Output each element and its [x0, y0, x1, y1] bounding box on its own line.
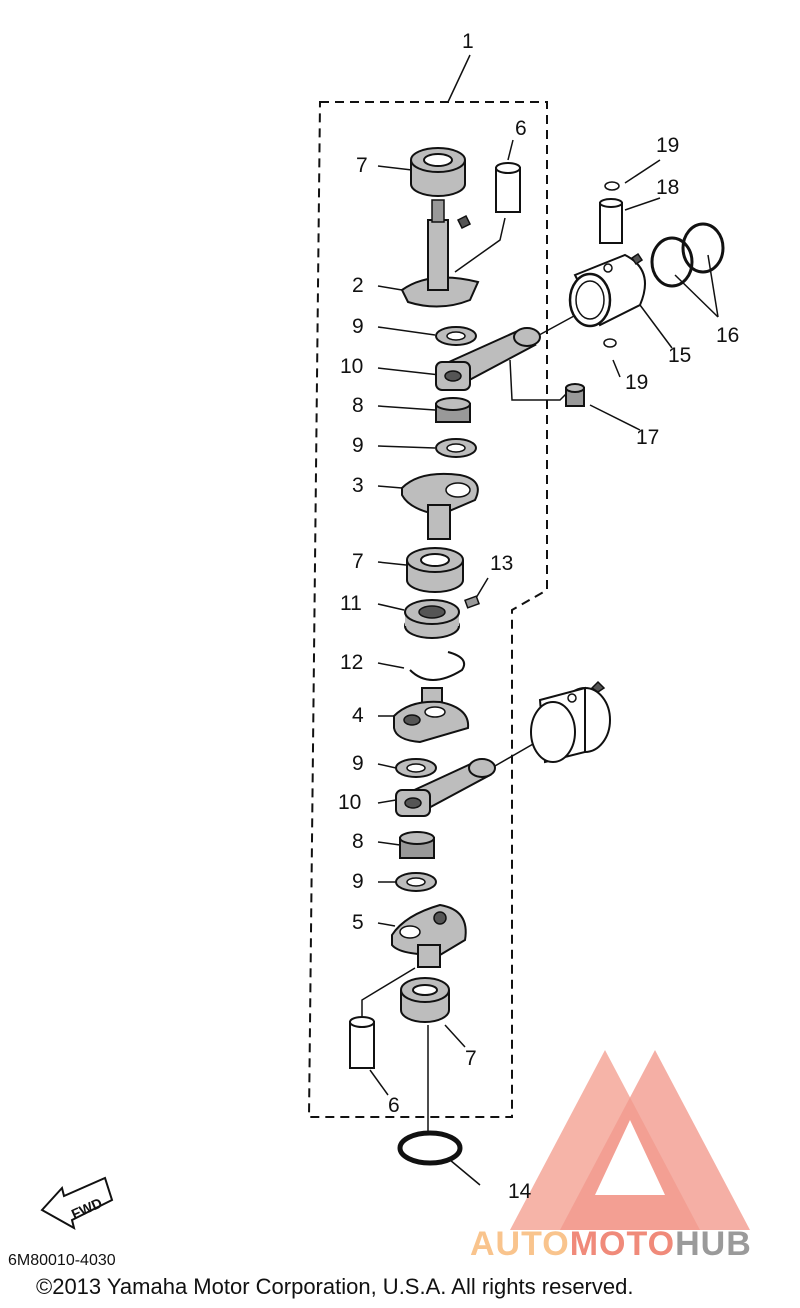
thrust-washer-4	[395, 872, 437, 892]
small-end-bearing	[565, 383, 585, 407]
callout-19-top: 19	[656, 134, 679, 157]
leader-lines	[361, 54, 719, 1186]
callout-12: 12	[340, 651, 363, 674]
callout-labels: 1 6 7 2 9 10 8 9 3 7 13 11 12 4 9 10 8 9…	[338, 30, 739, 1203]
watermark-text: AUTOMOTOHUB	[470, 1225, 752, 1264]
callout-7-middle: 7	[352, 550, 364, 573]
callout-6-top: 6	[515, 117, 527, 140]
callout-9-3: 9	[352, 752, 364, 775]
callout-16: 16	[716, 324, 739, 347]
crankshaft-middle-part	[401, 472, 479, 540]
needle-bearing-1	[435, 397, 471, 423]
callout-17: 17	[636, 426, 659, 449]
piston-pin-clip-top	[604, 181, 620, 191]
watermark-part2: MOTO	[569, 1225, 676, 1263]
piston-rings	[650, 222, 725, 288]
callout-4: 4	[352, 704, 364, 727]
callout-7-lower: 7	[465, 1047, 477, 1070]
dowel-pin-top	[495, 162, 521, 213]
thrust-washer-2	[435, 438, 477, 458]
callout-10-2: 10	[338, 791, 361, 814]
crankshaft-upper-part	[400, 199, 480, 308]
callout-8-1: 8	[352, 394, 364, 417]
crankshaft-lower-part	[391, 903, 467, 968]
bearing-top	[410, 147, 466, 197]
o-ring	[397, 1130, 463, 1166]
retaining-ring	[409, 651, 466, 681]
connecting-rod-1	[435, 327, 541, 391]
callout-11: 11	[340, 592, 362, 615]
oil-seal	[404, 599, 460, 639]
callout-9-1: 9	[352, 315, 364, 338]
bearing-middle	[406, 547, 464, 593]
callout-15: 15	[668, 344, 691, 367]
callout-10-1: 10	[340, 355, 363, 378]
thrust-washer-3	[395, 758, 437, 778]
diagram-code: 6M80010-4030	[8, 1252, 116, 1269]
thrust-washer-1	[435, 326, 477, 346]
callout-6-lower: 6	[388, 1094, 400, 1117]
callout-8-2: 8	[352, 830, 364, 853]
callout-14: 14	[508, 1180, 532, 1203]
assembly-outline	[307, 101, 548, 1118]
callout-2: 2	[352, 274, 364, 297]
piston-2	[530, 680, 611, 764]
woodruff-key	[464, 595, 480, 609]
bearing-lower	[400, 977, 450, 1023]
callout-19-bottom: 19	[625, 371, 648, 394]
callout-9-4: 9	[352, 870, 364, 893]
copyright-text: ©2013 Yamaha Motor Corporation, U.S.A. A…	[36, 1274, 634, 1299]
callout-5: 5	[352, 911, 364, 934]
fwd-arrow-icon: FWD	[40, 1176, 114, 1231]
callout-9-2: 9	[352, 434, 364, 457]
piston-pin	[599, 198, 623, 244]
callout-13: 13	[490, 552, 513, 575]
watermark-logo-icon	[510, 1050, 750, 1230]
callout-7-top: 7	[356, 154, 368, 177]
crankshaft-lower-middle-part	[393, 687, 470, 744]
piston-pin-clip-bottom	[603, 338, 617, 348]
needle-bearing-2	[399, 831, 435, 859]
watermark-part3: HUB	[675, 1225, 752, 1263]
piston-1	[568, 252, 646, 328]
callout-3: 3	[352, 474, 364, 497]
watermark-part1: AUTO	[470, 1225, 570, 1263]
callout-1: 1	[462, 30, 474, 53]
dowel-pin-lower	[349, 1016, 375, 1069]
connecting-rod-2	[395, 758, 496, 817]
callout-18: 18	[656, 176, 679, 199]
